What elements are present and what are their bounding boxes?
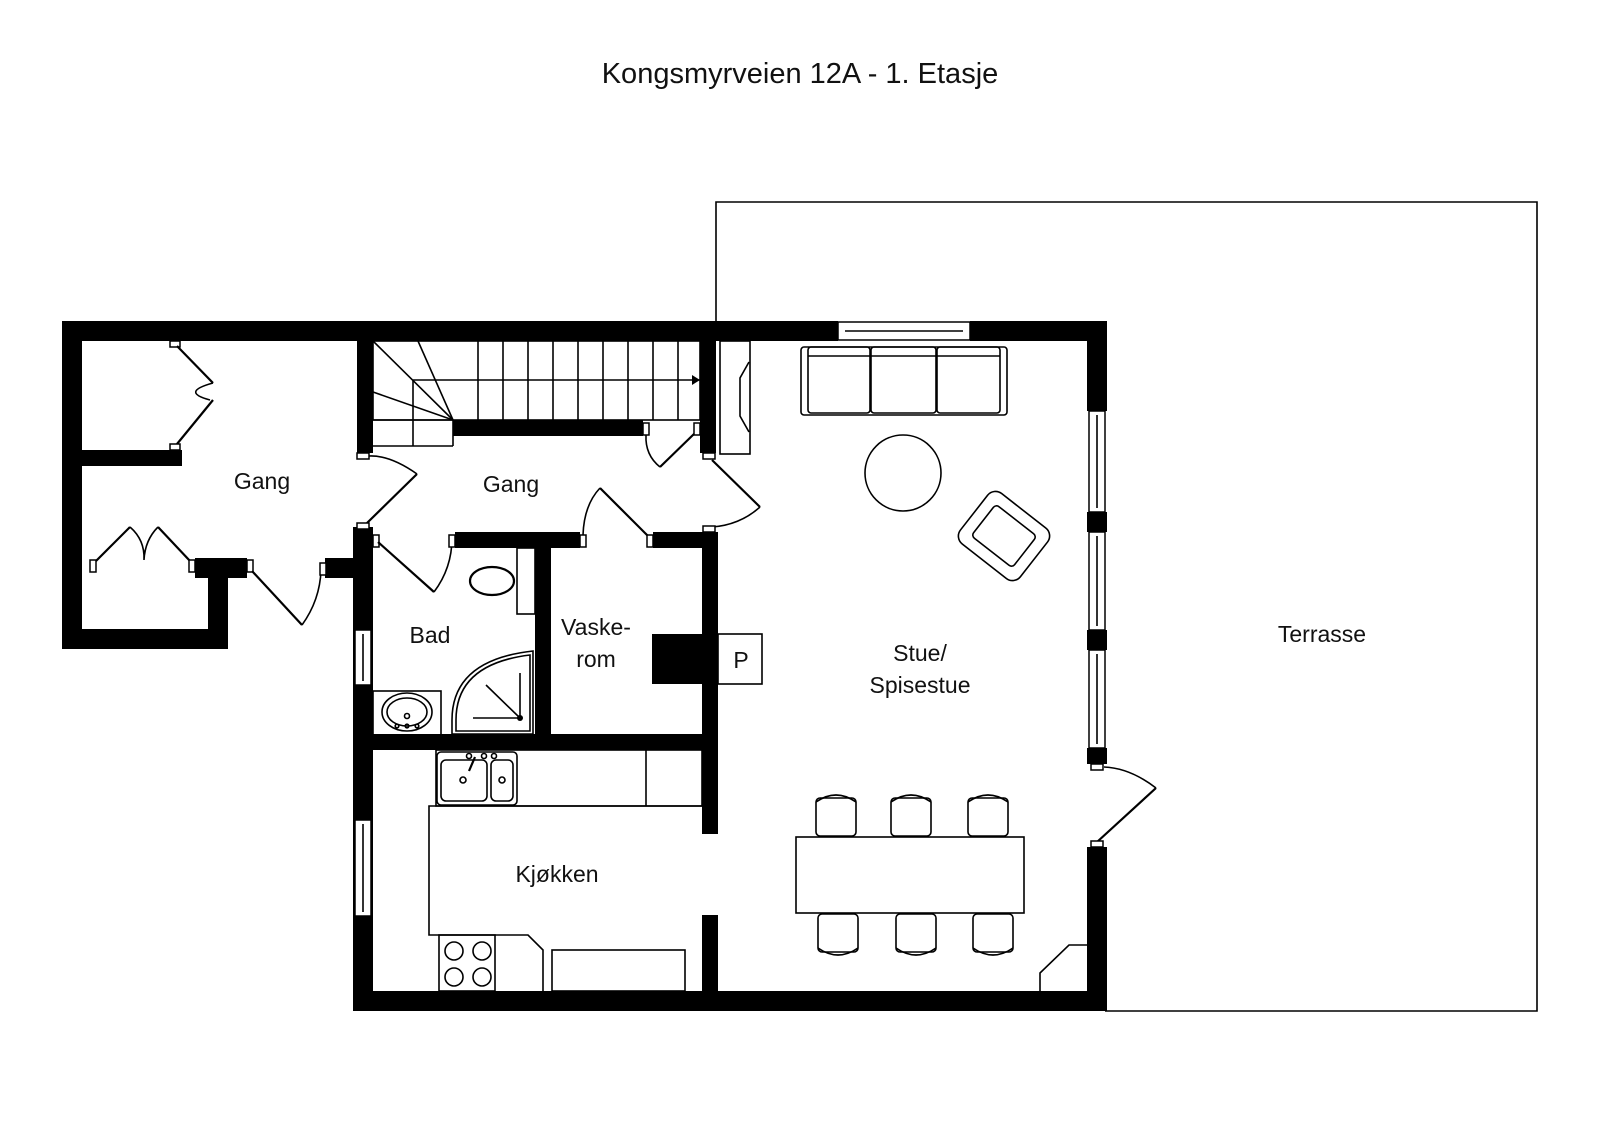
living-room-furniture — [795, 346, 1087, 991]
bathroom-sink-icon — [381, 692, 433, 732]
corner-shower-icon — [451, 650, 534, 735]
sofa-icon — [800, 346, 1008, 416]
room-label-stue-line2: Spisestue — [869, 672, 971, 698]
dining-chair-icon — [817, 913, 859, 953]
stove-icon — [438, 934, 496, 992]
fireplace-label: P — [733, 647, 749, 673]
room-label-stue-line1: Stue/ — [893, 640, 947, 666]
kitchen-counter-top — [435, 749, 703, 807]
walls — [62, 321, 1107, 1011]
toilet-tank — [516, 547, 536, 615]
room-label-gang-left: Gang — [233, 468, 291, 494]
room-label-gang-center: Gang — [482, 471, 540, 497]
plan-title: Kongsmyrveien 12A - 1. Etasje — [601, 58, 999, 90]
dining-table-icon — [795, 836, 1025, 914]
dining-chair-icon — [972, 913, 1014, 953]
staircase — [372, 340, 701, 447]
room-label-vaskerom-line1: Vaske- — [561, 614, 631, 640]
fireplace — [717, 633, 763, 685]
coffee-table-icon — [864, 434, 942, 512]
windows — [354, 321, 1106, 917]
doors — [89, 340, 1157, 848]
room-label-kjokken: Kjøkken — [515, 861, 599, 887]
dining-chair-icon — [890, 797, 932, 837]
kitchen-appliance — [551, 949, 686, 992]
stair-direction-arrow-icon — [692, 375, 700, 385]
built-in-cabinet — [719, 340, 751, 455]
kitchen-fixtures — [428, 749, 703, 992]
dining-chairs — [815, 794, 1014, 956]
room-label-terrasse: Terrasse — [1277, 621, 1367, 647]
kitchen-sink-icon — [436, 751, 518, 806]
dining-chair-icon — [815, 797, 857, 837]
terrace-outline — [715, 201, 1538, 1012]
room-label-vaskerom-line2: rom — [576, 646, 616, 672]
room-label-bad: Bad — [409, 622, 451, 648]
toilet-icon — [468, 565, 516, 597]
dining-chair-icon — [895, 913, 937, 953]
dining-chair-icon — [967, 797, 1009, 837]
sink-counter — [372, 690, 442, 737]
bathroom-fixtures — [372, 547, 536, 737]
corner-stove-icon — [1039, 944, 1087, 991]
armchair-icon — [957, 490, 1051, 582]
